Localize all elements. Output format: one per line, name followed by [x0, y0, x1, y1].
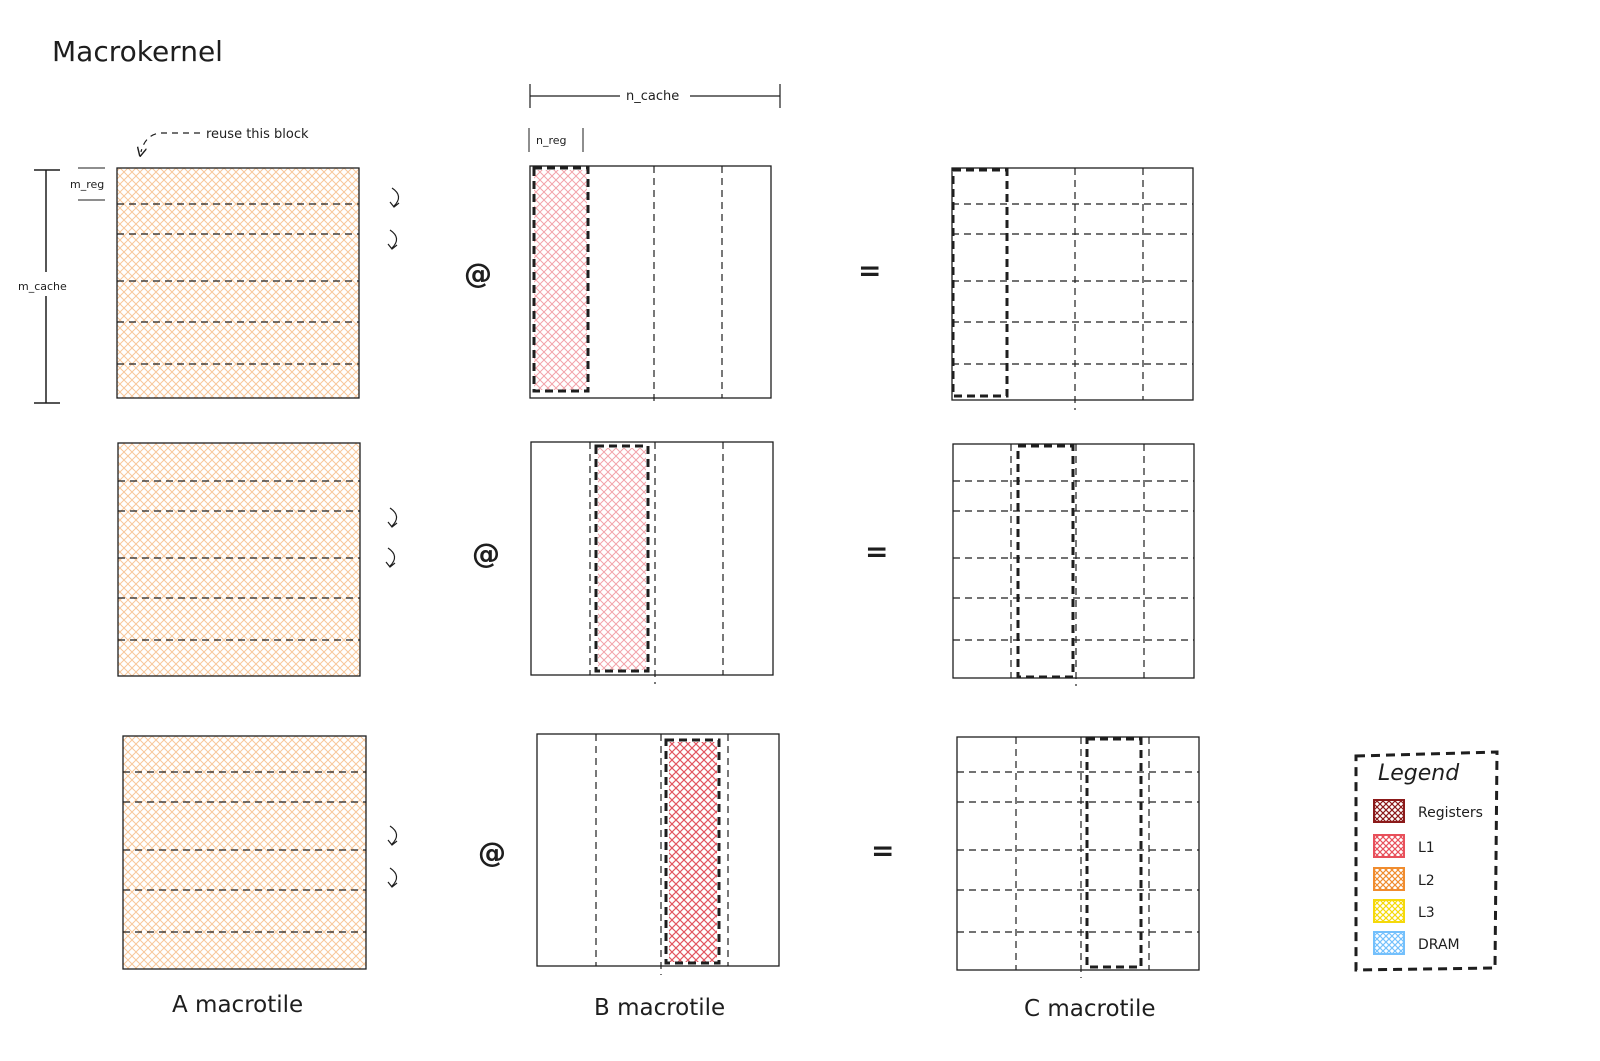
c-macrotile — [956, 736, 1200, 978]
c-active-column — [1085, 737, 1143, 969]
b-caption: B macrotile — [594, 995, 725, 1021]
legend-label-dram: DRAM — [1418, 937, 1460, 953]
legend-swatch-dram — [1373, 931, 1405, 955]
equals-operator: = — [871, 834, 894, 867]
b-macrotile — [536, 733, 780, 975]
c-macrotile — [951, 167, 1194, 410]
iteration-arrows — [385, 507, 398, 568]
b-macrotile — [530, 441, 774, 684]
a-macrotile — [122, 735, 367, 970]
b-register-block — [669, 742, 717, 962]
legend-label-registers: Registers — [1418, 805, 1483, 821]
equals-operator: = — [858, 254, 881, 287]
b-active-column — [594, 444, 650, 673]
c-macrotile — [952, 443, 1195, 686]
matmul-operator: @ — [472, 537, 500, 570]
matmul-operator: @ — [464, 257, 492, 290]
equals-operator: = — [865, 535, 888, 568]
b-macrotile — [529, 165, 772, 405]
c-caption: C macrotile — [1024, 996, 1156, 1022]
reuse-label: reuse this block — [206, 127, 309, 142]
row-3: @ = — [122, 733, 1200, 978]
m-reg-annotation: m_reg — [70, 167, 105, 201]
c-active-column — [951, 168, 1009, 398]
legend-swatch-l1 — [1373, 834, 1405, 858]
a-macrotile — [116, 167, 360, 399]
m-reg-label: m_reg — [70, 178, 104, 191]
iteration-arrows — [387, 187, 400, 250]
row-2: @ = — [117, 441, 1195, 686]
legend-swatch-l3 — [1373, 899, 1405, 923]
c-active-column — [1016, 444, 1075, 679]
legend-label-l2: L2 — [1418, 873, 1435, 889]
legend-swatch-registers — [1373, 799, 1405, 823]
n-reg-label: n_reg — [536, 134, 567, 147]
n-cache-annotation: n_cache — [529, 84, 781, 108]
iteration-arrows — [387, 825, 398, 888]
a-macrotile — [117, 442, 361, 677]
legend: Legend Registers L1 L2 L3 DRAM — [1354, 750, 1499, 972]
n-cache-label: n_cache — [626, 89, 679, 104]
legend-label-l3: L3 — [1418, 905, 1435, 921]
legend-label-l1: L1 — [1418, 840, 1435, 856]
b-l1-block — [598, 448, 646, 670]
n-reg-annotation: n_reg — [528, 128, 584, 152]
a-row-dividers — [117, 203, 359, 365]
reuse-annotation: reuse this block — [141, 127, 309, 152]
matmul-operator: @ — [478, 836, 506, 869]
row-1: @ = — [116, 165, 1194, 410]
b-active-column — [532, 166, 590, 393]
b-l1-block — [534, 170, 587, 390]
m-cache-label: m_cache — [18, 280, 67, 293]
b-active-column — [664, 738, 721, 965]
legend-title: Legend — [1378, 761, 1460, 786]
m-cache-annotation: m_cache — [18, 169, 67, 404]
diagram-title: Macrokernel — [52, 35, 223, 68]
a-caption: A macrotile — [172, 992, 303, 1018]
legend-swatch-l2 — [1373, 867, 1405, 891]
